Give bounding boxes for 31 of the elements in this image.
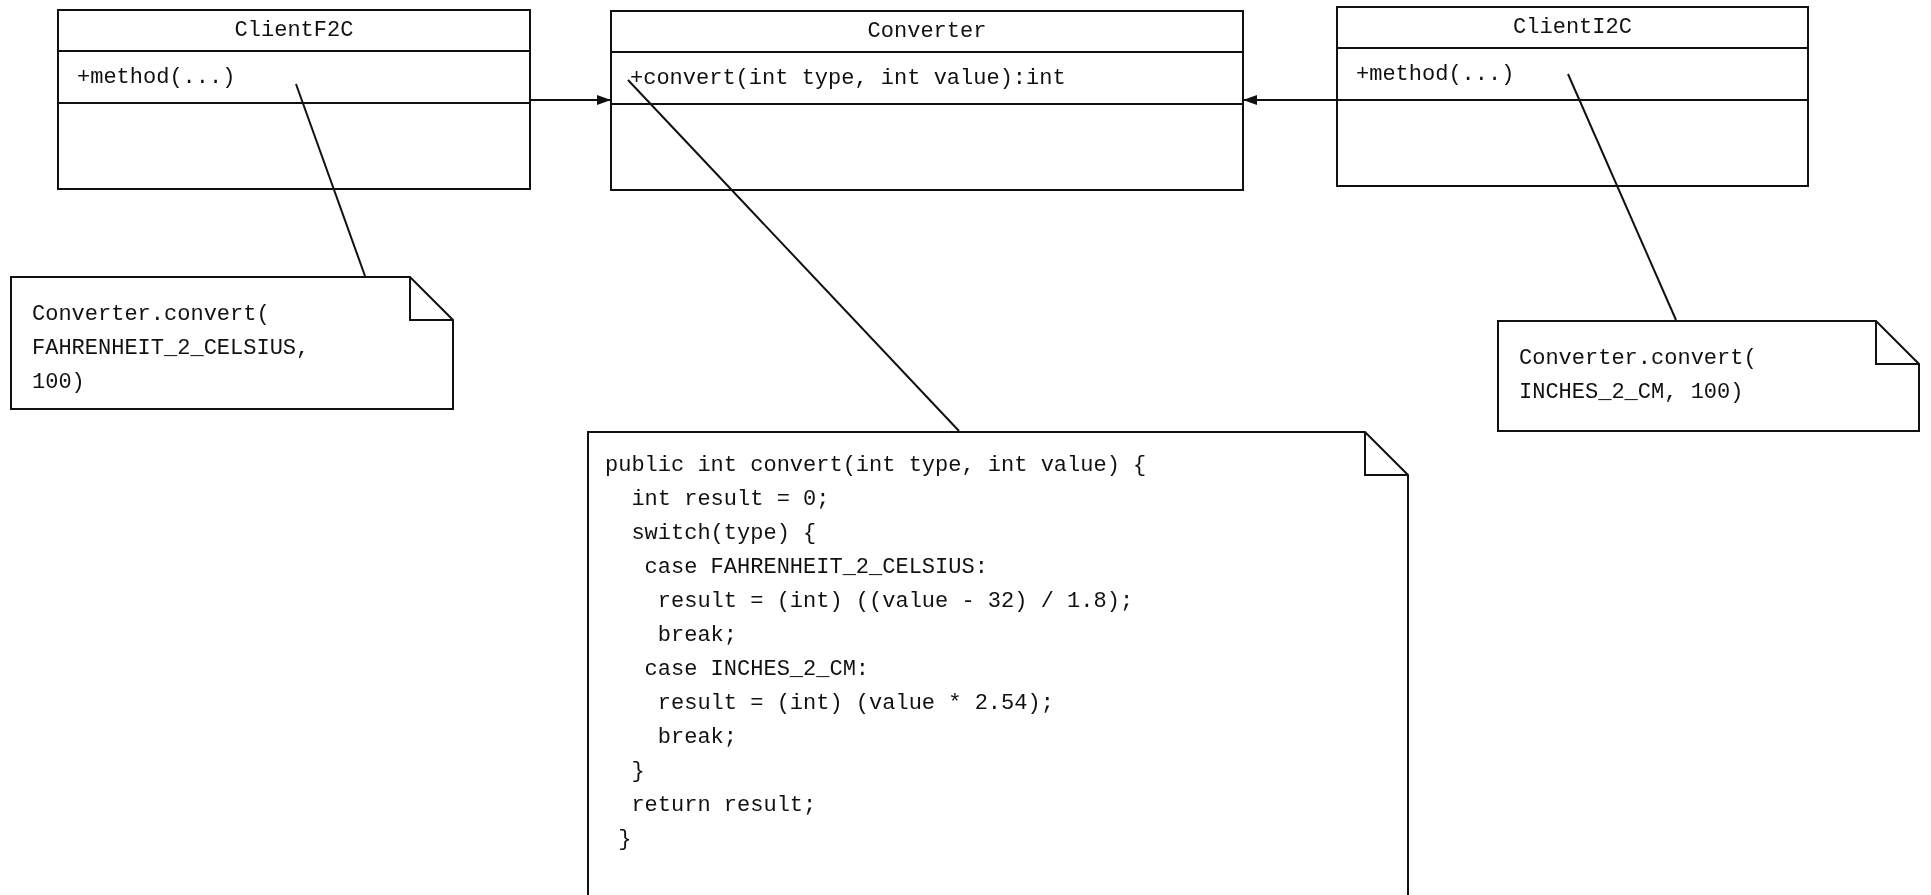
code-line: break; bbox=[656, 724, 738, 752]
arrow bbox=[1243, 95, 1337, 105]
leader-line bbox=[295, 83, 366, 277]
note-box bbox=[10, 276, 454, 410]
note-box bbox=[1497, 320, 1920, 432]
code-line: return result; bbox=[630, 792, 817, 820]
class-box bbox=[610, 10, 1244, 191]
code-line: result = (int) ((value - 32) / 1.8); bbox=[656, 588, 1134, 616]
code-line: case FAHRENHEIT_2_CELSIUS: bbox=[643, 554, 988, 582]
arrow bbox=[530, 95, 611, 105]
leader-line bbox=[1567, 73, 1677, 321]
code-line: public int convert(int type, int value) { bbox=[605, 452, 1147, 480]
code-line: switch(type) { bbox=[630, 520, 817, 548]
class-name: ClientF2C bbox=[234, 18, 354, 43]
code-line: } bbox=[630, 758, 645, 786]
code-line: } bbox=[617, 826, 632, 854]
leader-line bbox=[627, 79, 960, 432]
method-signature: +convert(int type, int value):int bbox=[630, 65, 1066, 91]
class-name: Converter bbox=[867, 19, 987, 44]
code-line: case INCHES_2_CM: bbox=[643, 656, 870, 684]
code-line: result = (int) (value * 2.54); bbox=[656, 690, 1054, 718]
note-text: Converter.convert( INCHES_2_CM, 100) bbox=[1519, 345, 1758, 407]
code-line: int result = 0; bbox=[630, 486, 830, 514]
note-text: Converter.convert( FAHRENHEIT_2_CELSIUS, 100) bbox=[32, 301, 311, 397]
code-line: break; bbox=[656, 622, 738, 650]
note-box bbox=[587, 431, 1409, 893]
method-signature: +method(...) bbox=[77, 64, 236, 90]
method-signature: +method(...) bbox=[1356, 61, 1515, 87]
class-name: ClientI2C bbox=[1513, 15, 1632, 40]
class-box bbox=[1336, 6, 1809, 187]
class-box bbox=[57, 9, 531, 190]
